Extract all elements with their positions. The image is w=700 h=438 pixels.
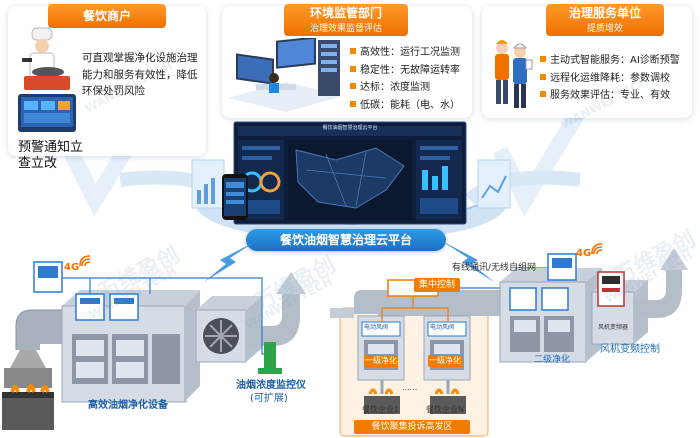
platform-visual xyxy=(191,121,511,242)
environment-badge: 环境监管部门 治理效果监督评估 xyxy=(284,4,408,36)
platform-label[interactable]: 餐饮油烟智慧治理云平台 xyxy=(246,229,446,251)
unit1-valve-label: 电动风阀 xyxy=(364,324,389,331)
alert-notice: 预警通知立查立改 xyxy=(18,140,84,171)
monitor-sub: (可扩展) xyxy=(250,393,288,404)
service-badge-title: 治理服务单位 xyxy=(568,6,641,20)
service-item: 主动式智能服务：AI诊断预警 xyxy=(540,52,680,70)
environment-item: 达标：浓度监测 xyxy=(350,79,460,97)
environment-item: 高效性：运行工况监测 xyxy=(350,44,460,62)
lightning-link-left xyxy=(204,240,258,282)
service-item: 远程化运维降耗：参数调校 xyxy=(540,70,680,88)
zone-label: 餐饮聚集投诉高发区 xyxy=(354,420,470,434)
service-badge: 治理服务单位 提质增效 xyxy=(546,4,664,36)
comm-label: 有线通讯/无线自组网 xyxy=(452,263,537,273)
service-list: 主动式智能服务：AI诊断预警 远程化运维降耗：参数调校 服务效果评估：专业、有效 xyxy=(540,52,680,105)
chef-illustration xyxy=(18,27,76,132)
fan-control-label: 风机变频控制 xyxy=(600,344,660,355)
left-4g-label: 4G xyxy=(64,262,80,273)
right-4g-label: 4G xyxy=(576,248,592,259)
lightning-link-right xyxy=(440,240,494,282)
stage1-label: 一级净化 xyxy=(364,355,398,367)
stage2-label: 二级净化 xyxy=(534,355,571,365)
left-device-label: 高效油烟净化设备 xyxy=(88,400,168,411)
stage1n-label: 一级净化 xyxy=(428,355,462,367)
environment-item: 稳定性：无故障运转率 xyxy=(350,62,460,80)
catering-badge: 餐饮商户 xyxy=(48,4,166,28)
control-room-illustration xyxy=(228,38,344,112)
environment-badge-title: 环境监管部门 xyxy=(309,6,382,20)
environment-item: 低碳：能耗（电、水） xyxy=(350,97,460,115)
enterprise-n-label: 餐饮企业N xyxy=(426,405,464,414)
converter-label: 风机变频器 xyxy=(598,324,629,331)
unitn-valve-label: 电动风阀 xyxy=(430,324,455,331)
screen-header-title: 餐饮油烟智慧治理云平台 xyxy=(322,125,378,131)
ellipsis-label: ...... xyxy=(402,383,418,392)
left-system xyxy=(2,261,306,430)
central-control-label[interactable]: 集中控制 xyxy=(414,278,460,292)
environment-badge-sub: 治理效果监督评估 xyxy=(309,24,382,34)
left-wifi-icon xyxy=(79,255,91,267)
right-wifi-icon xyxy=(591,243,603,255)
workers-illustration xyxy=(495,40,533,108)
service-item: 服务效果评估：专业、有效 xyxy=(540,87,680,105)
environment-list: 高效性：运行工况监测 稳定性：无故障运转率 达标：浓度监测 低碳：能耗（电、水） xyxy=(350,44,460,114)
monitor-label: 油烟浓度监控仪 xyxy=(236,380,306,391)
enterprise-1-label: 餐饮企业1 xyxy=(362,405,400,414)
service-badge-sub: 提质增效 xyxy=(586,24,623,34)
catering-description: 可直观掌握净化设施治理能力和服务有效性，降低环保处罚风险 xyxy=(82,52,198,97)
